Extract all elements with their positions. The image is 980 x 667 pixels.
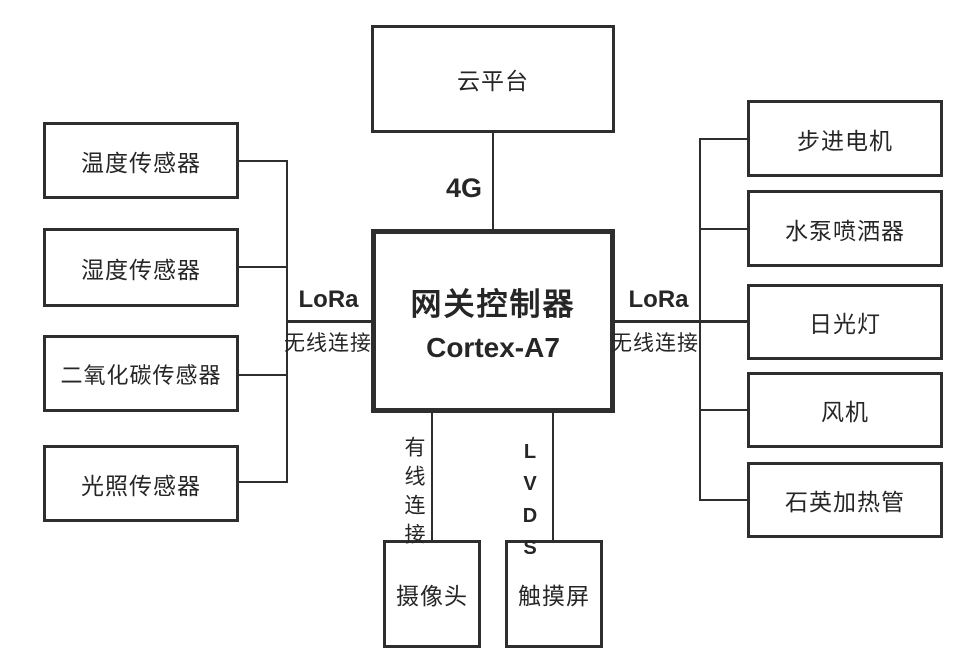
node-temperature-sensor: 温度传感器 (43, 122, 239, 199)
node-touchscreen: 触摸屏 (505, 540, 603, 648)
node-cloud-platform-label: 云平台 (457, 68, 529, 94)
connector-humidity-line (239, 266, 286, 268)
link-lvds-line (552, 413, 554, 540)
node-gateway-subtitle: Cortex-A7 (426, 331, 560, 363)
node-quartz-heater-label: 石英加热管 (785, 489, 905, 515)
node-water-pump-sprayer: 水泵喷洒器 (747, 190, 943, 267)
label-4g: 4G (446, 173, 483, 203)
node-humidity-sensor-label: 湿度传感器 (81, 256, 201, 283)
node-camera: 摄像头 (383, 540, 481, 648)
node-stepper-motor: 步进电机 (747, 100, 943, 177)
node-fluorescent-lamp: 日光灯 (747, 284, 943, 360)
node-light-sensor-label: 光照传感器 (81, 472, 201, 499)
connector-light-sensor-line (239, 481, 286, 483)
node-fluorescent-lamp-label: 日光灯 (809, 311, 881, 337)
node-gateway-title: 网关控制器 (410, 286, 576, 322)
node-touchscreen-label: 触摸屏 (518, 583, 590, 609)
node-co2-sensor: 二氧化碳传感器 (43, 335, 239, 412)
node-quartz-heater: 石英加热管 (747, 462, 943, 538)
label-wireless-right: 无线连接 (611, 332, 699, 355)
node-stepper-motor-label: 步进电机 (797, 127, 893, 154)
label-lora-left: LoRa (298, 286, 359, 313)
link-4g-line (492, 133, 494, 229)
connector-co2-line (239, 374, 286, 376)
node-humidity-sensor: 湿度传感器 (43, 228, 239, 307)
node-fan: 风机 (747, 372, 943, 448)
connector-pump-line (701, 228, 747, 230)
label-lora-right: LoRa (628, 286, 689, 313)
connector-stepper-line (701, 138, 747, 140)
bus-right-line (699, 138, 701, 501)
connector-temperature-line (239, 160, 286, 162)
node-water-pump-sprayer-label: 水泵喷洒器 (785, 217, 905, 244)
label-lvds: LVDS (519, 441, 541, 569)
node-camera-label: 摄像头 (396, 583, 468, 609)
node-cloud-platform: 云平台 (371, 25, 615, 133)
link-camera-line (431, 413, 433, 540)
label-wired-connection: 有线连接 (402, 436, 425, 552)
node-co2-sensor-label: 二氧化碳传感器 (60, 362, 222, 388)
link-lora-right-line (615, 320, 747, 323)
link-lora-left-line (286, 320, 371, 323)
node-light-sensor: 光照传感器 (43, 445, 239, 522)
node-fan-label: 风机 (821, 399, 869, 425)
node-temperature-sensor-label: 温度传感器 (81, 149, 201, 176)
connector-fan-line (701, 409, 747, 411)
label-wireless-left: 无线连接 (284, 332, 372, 355)
connector-heater-line (701, 499, 747, 501)
node-gateway-controller: 网关控制器 Cortex-A7 (371, 229, 615, 413)
